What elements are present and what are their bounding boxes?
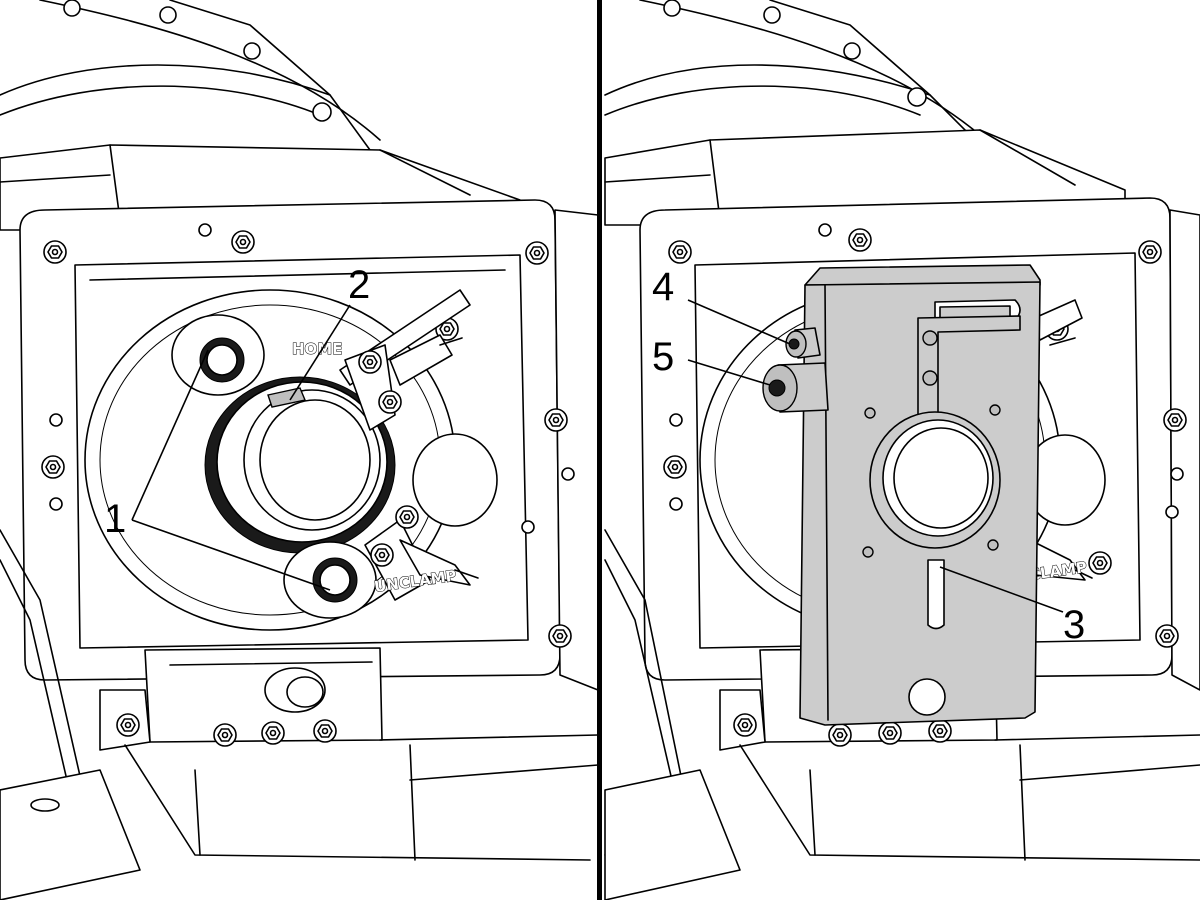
left-panel: HOME UNCLAMP 1 2 [0, 0, 599, 900]
callout-3: 3 [1063, 603, 1085, 647]
right-panel: CLAMP [604, 0, 1200, 900]
callout-1: 1 [104, 497, 126, 541]
callout-2: 2 [348, 263, 370, 307]
home-engraving: HOME [292, 340, 342, 358]
callout-4: 4 [652, 265, 674, 309]
callout-5: 5 [652, 335, 674, 379]
panel-divider [597, 0, 602, 900]
